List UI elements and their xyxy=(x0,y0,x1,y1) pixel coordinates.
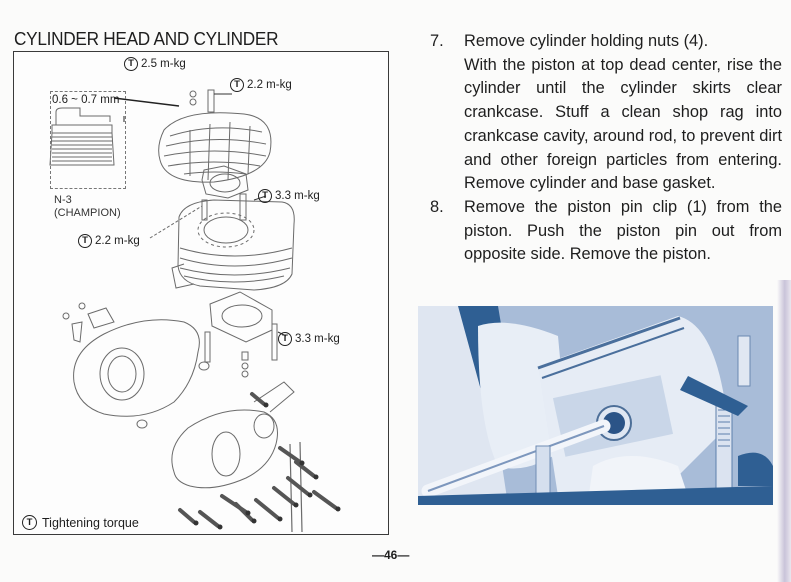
torque-label-spark-plug: T 2.2 m-kg xyxy=(230,78,292,92)
page-number: —46— xyxy=(372,548,410,562)
step-lead-text: Remove cylinder holding nuts (4). xyxy=(464,32,709,50)
torque-symbol-icon: T xyxy=(258,189,272,203)
instruction-list: 7. Remove cylinder holding nuts (4). Wit… xyxy=(430,30,782,267)
torque-label-cylinder-stud: T 3.3 m-kg xyxy=(278,332,340,346)
torque-legend: T Tightening torque xyxy=(22,515,139,530)
cylinder-head-drawing xyxy=(158,89,272,183)
torque-value: 3.3 m-kg xyxy=(295,333,340,345)
bolt-heads xyxy=(193,402,341,530)
spark-plug-model: N-3 xyxy=(54,194,72,206)
spark-plug-model-label: N-3 (CHAMPION) xyxy=(54,194,121,220)
exploded-view-diagram: 0.6 ~ 0.7 mm N-3 (CHAMPION) T 2.5 m-kg T… xyxy=(13,51,389,536)
torque-label-head-nut: T 2.5 m-kg xyxy=(124,57,186,71)
instruction-step: 7. Remove cylinder holding nuts (4). Wit… xyxy=(430,30,782,196)
section-title: CYLINDER HEAD AND CYLINDER xyxy=(14,28,279,49)
torque-symbol-icon: T xyxy=(278,332,292,346)
torque-value: 2.2 m-kg xyxy=(247,79,292,91)
spark-plug-gap-label: 0.6 ~ 0.7 mm xyxy=(52,94,120,106)
torque-symbol-icon: T xyxy=(78,234,92,248)
step-body-text: With the piston at top dead center, rise… xyxy=(464,55,782,193)
crankcase-right-drawing xyxy=(171,351,303,533)
piston-photo-illustration xyxy=(418,306,773,505)
instruction-step: 8. Remove the piston pin clip (1) from t… xyxy=(430,196,782,267)
step-body-text: Remove the piston pin clip (1) from the … xyxy=(464,197,782,264)
step-number: 8. xyxy=(430,197,444,216)
cylinder-stud-drawing xyxy=(271,323,278,361)
step-number: 7. xyxy=(430,32,444,50)
torque-symbol-icon: T xyxy=(124,57,138,71)
torque-value: 2.5 m-kg xyxy=(141,58,186,70)
crankcase-bolts-drawing xyxy=(178,392,339,536)
spark-plug-detail-box xyxy=(50,91,126,189)
torque-value: 3.3 m-kg xyxy=(275,190,320,202)
piston-removal-photo xyxy=(418,306,773,505)
torque-label-cylinder-nut: T 2.2 m-kg xyxy=(78,234,140,248)
torque-value: 2.2 m-kg xyxy=(95,235,140,247)
cylinder-drawing xyxy=(149,193,295,291)
torque-symbol-icon: T xyxy=(22,515,37,530)
base-gasket-drawing xyxy=(209,291,273,343)
spark-plug-brand: (CHAMPION) xyxy=(54,207,121,219)
torque-label-head-stud: T 3.3 m-kg xyxy=(258,189,320,203)
spark-plug-drawing xyxy=(49,107,125,166)
crankcase-left-drawing xyxy=(62,302,210,429)
torque-legend-text: Tightening torque xyxy=(42,515,139,530)
gap-leader-line xyxy=(113,97,180,107)
page-edge-shadow xyxy=(777,280,791,582)
head-gasket-drawing xyxy=(201,165,249,199)
torque-symbol-icon: T xyxy=(230,78,244,92)
engine-exploded-drawing xyxy=(49,89,341,536)
